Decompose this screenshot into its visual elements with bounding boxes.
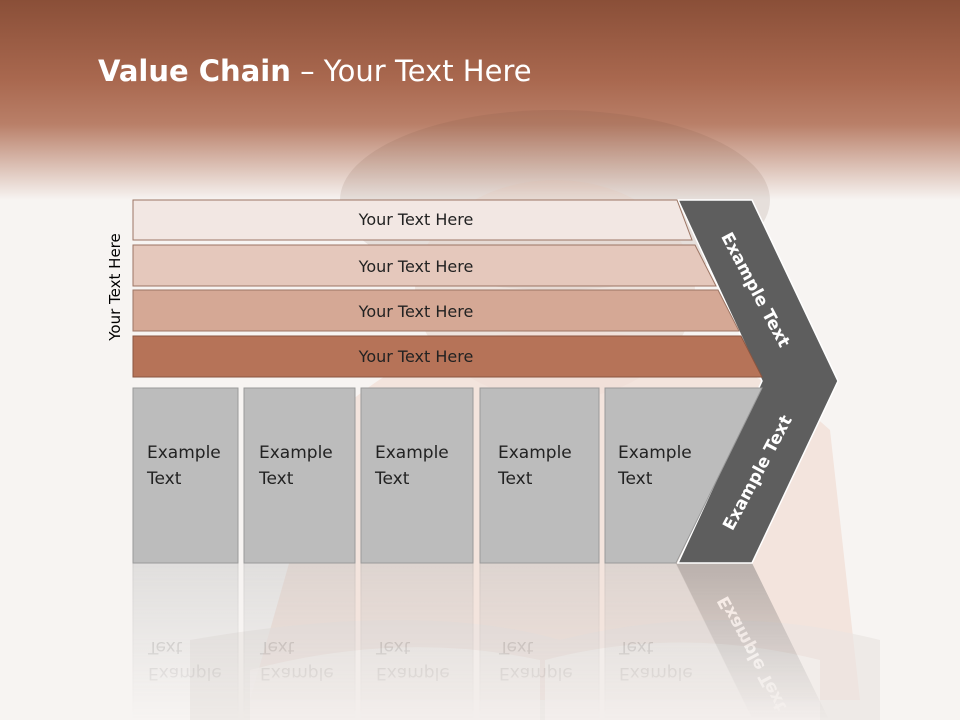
box-4 (479, 387, 600, 564)
svg-text:Example: Example (499, 663, 573, 683)
box-2 (243, 387, 356, 564)
box-1 (132, 387, 239, 564)
bar-shape-4 (132, 335, 763, 378)
side-label: Your Text Here (106, 233, 124, 341)
box-1-line1: Example (147, 443, 221, 463)
svg-text:Example: Example (148, 663, 222, 683)
box-5-line1: Example (618, 443, 692, 463)
box-4-line2: Text (497, 469, 533, 489)
title-rest: – Your Text Here (290, 54, 532, 88)
bar-label-2: Your Text Here (358, 257, 474, 276)
box-5 (604, 387, 763, 564)
box-1-line2: Text (146, 469, 182, 489)
svg-text:Example: Example (619, 663, 693, 683)
box-5-line2: Text (617, 469, 653, 489)
bar-label-1: Your Text Here (358, 210, 474, 229)
arrow-chevron (676, 199, 839, 564)
svg-text:Example: Example (260, 663, 334, 683)
box-3-line1: Example (375, 443, 449, 463)
box-4-line1: Example (498, 443, 572, 463)
box-3-line2: Text (374, 469, 410, 489)
box-2-line1: Example (259, 443, 333, 463)
svg-text:Text: Text (147, 637, 183, 657)
reflection: Example Text Example Text Example Text E… (132, 562, 830, 720)
svg-text:Text: Text (259, 637, 295, 657)
bar-shape-3 (132, 289, 740, 332)
bar-label-4: Your Text Here (358, 347, 474, 366)
svg-text:Text: Text (375, 637, 411, 657)
box-2-line2: Text (258, 469, 294, 489)
page-title: Value Chain – Your Text Here (98, 54, 532, 88)
bar-label-3: Your Text Here (358, 302, 474, 321)
header-band (0, 0, 960, 200)
title-bold: Value Chain (98, 54, 291, 88)
bar-shape-1 (132, 199, 693, 241)
box-3 (360, 387, 474, 564)
bar-shape-2 (132, 244, 717, 287)
svg-text:Example: Example (376, 663, 450, 683)
svg-text:Text: Text (618, 637, 654, 657)
svg-text:Text: Text (498, 637, 534, 657)
